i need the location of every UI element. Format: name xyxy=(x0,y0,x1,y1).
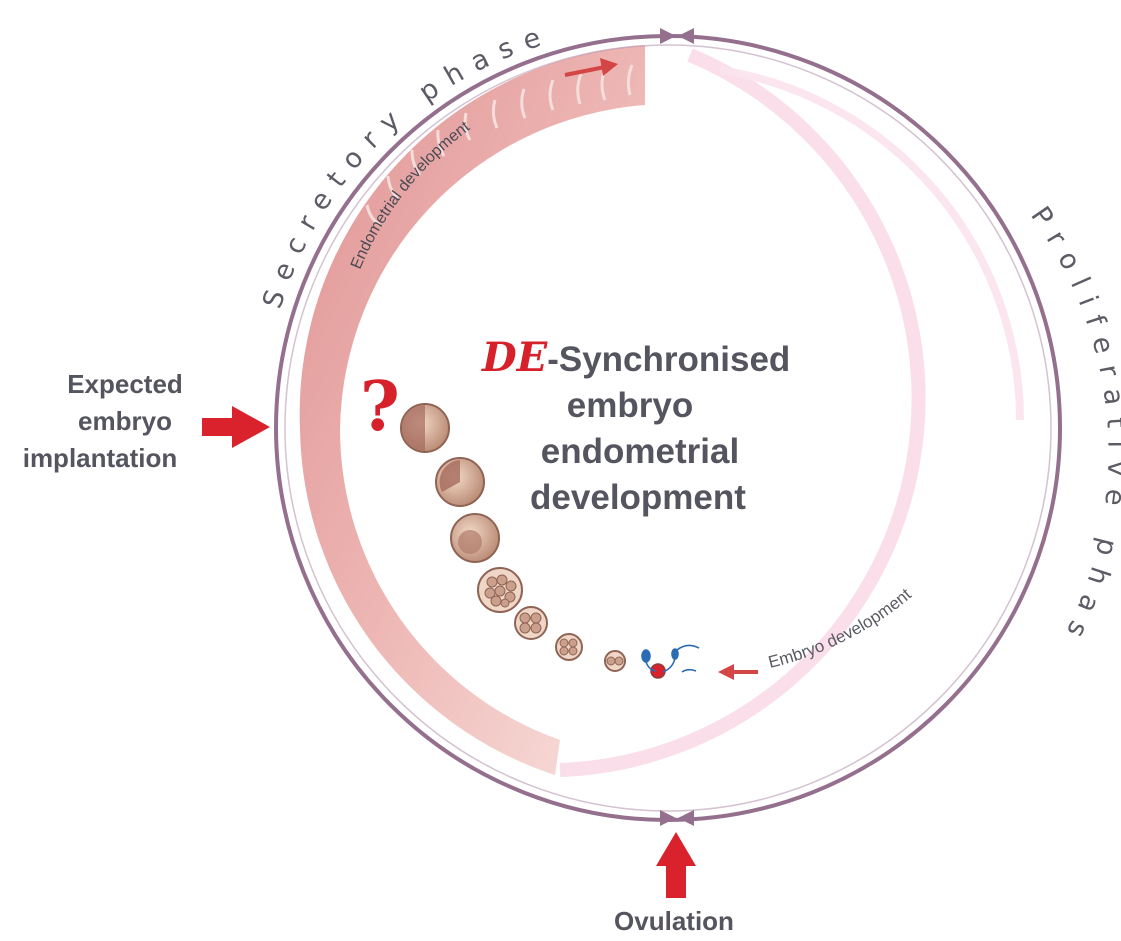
8-cell-icon xyxy=(514,606,548,640)
top-arrowheads xyxy=(660,28,694,44)
2-cell-icon xyxy=(604,650,626,672)
expected-label-line2: embryo xyxy=(78,406,172,436)
expected-label-line1: Expected xyxy=(67,369,183,399)
endometrial-development-arrow xyxy=(564,58,618,77)
4-cell-icon xyxy=(555,633,583,661)
ovulation-label: Ovulation xyxy=(614,906,734,936)
embryo-development-label: Embryo development xyxy=(766,585,915,672)
center-title-line3: endometrial xyxy=(541,432,739,471)
center-title-line1: DE-Synchronised xyxy=(481,334,790,381)
expected-label-line3: implantation xyxy=(23,443,178,473)
de-prefix: DE xyxy=(481,334,548,381)
early-blastocyst-icon xyxy=(450,513,500,563)
blastocyst-icon xyxy=(435,457,485,507)
endometrium-band xyxy=(299,45,645,775)
proliferative-band xyxy=(559,48,926,777)
cycle-ring-inner xyxy=(284,44,1052,812)
ovulation-arrow xyxy=(656,832,696,898)
bottom-arrowheads xyxy=(660,810,694,826)
title-synchronised: -Synchronised xyxy=(547,340,790,379)
morula-icon xyxy=(477,567,523,613)
sperm-icon xyxy=(641,644,700,673)
hatching-blastocyst-icon xyxy=(400,403,450,453)
center-title-line4: development xyxy=(530,478,746,517)
embryo-stages xyxy=(400,403,700,679)
implantation-arrow xyxy=(202,406,270,448)
proliferative-band-inner xyxy=(719,66,1024,421)
endometrial-glands xyxy=(365,64,634,227)
embryo-development-arrow xyxy=(718,664,758,680)
question-mark: ? xyxy=(360,367,400,447)
center-title-line2: embryo xyxy=(567,386,693,425)
